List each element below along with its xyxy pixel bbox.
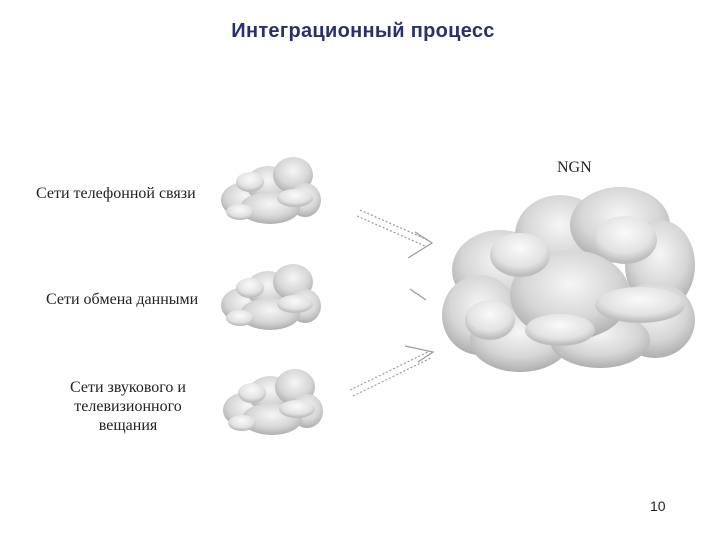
arrow-data [409, 288, 427, 301]
source-label-data: Сети обмена данными [46, 291, 199, 308]
cloud-telephone [221, 157, 321, 224]
slide-title-text: Интеграционный процесс [231, 20, 495, 42]
target-label-ngn: NGN [557, 159, 592, 176]
cloud-broadcast [223, 369, 323, 435]
arrow-broadcast [349, 345, 435, 397]
source-label-telephone: Сети телефонной связи [36, 185, 196, 202]
cloud-ngn [442, 187, 695, 372]
slide-title: Интеграционный процесс [0, 20, 720, 43]
cloud-data [221, 264, 321, 330]
source-label-broadcast: Сети звукового и телевизионного вещания [70, 379, 186, 434]
page-number: 10 [650, 498, 666, 514]
arrow-telephone [356, 209, 434, 259]
